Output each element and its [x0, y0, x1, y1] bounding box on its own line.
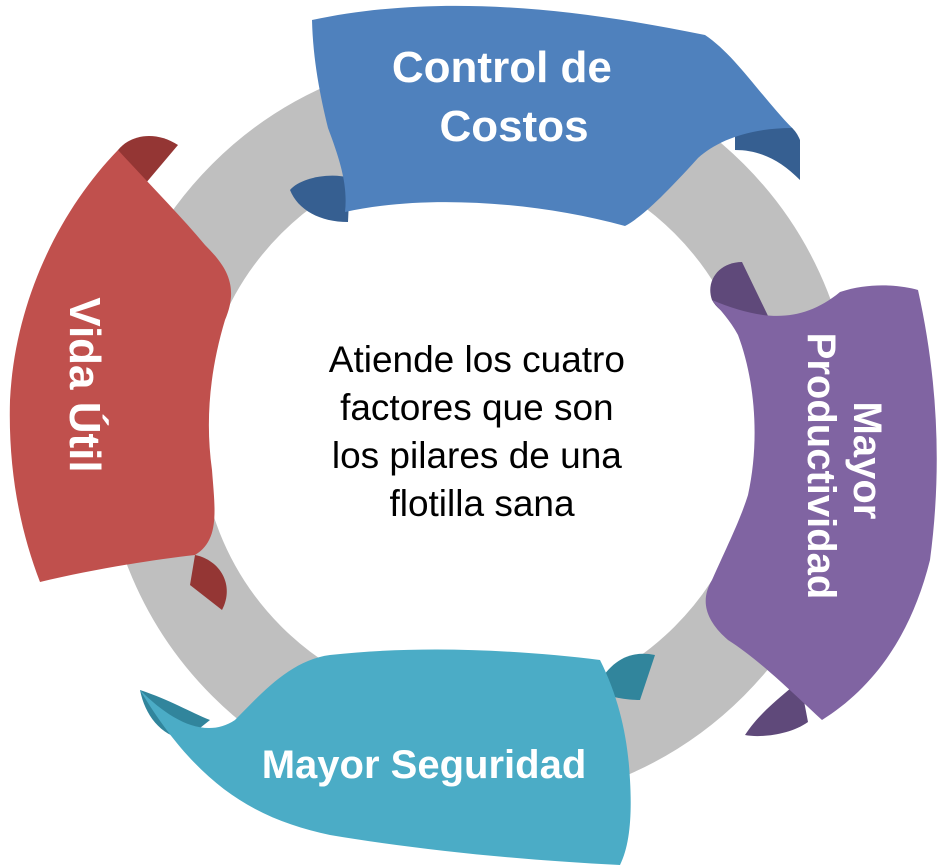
segment-mayor-seguridad: Mayor Seguridad [140, 649, 655, 865]
segment-ribbon [705, 285, 937, 720]
segment-label: Vida Útil [60, 297, 110, 472]
svg-text:Mayor Productividad: Mayor Productividad [799, 333, 889, 600]
svg-text:Mayor Seguridad: Mayor Seguridad [262, 743, 587, 787]
segment-label: Control de [392, 43, 612, 92]
segment-vida-util: Vida Útil [9, 135, 232, 610]
segment-control-de-costos: Control de Costos [290, 5, 800, 227]
center-line: flotilla sana [389, 483, 575, 524]
center-line: factores que son [340, 387, 614, 428]
svg-text:Vida Útil: Vida Útil [60, 297, 110, 472]
segment-mayor-productividad: Mayor Productividad [705, 262, 937, 737]
center-line: Atiende los cuatro [329, 339, 625, 380]
segment-ribbon [140, 649, 631, 865]
segment-ribbon [312, 5, 792, 227]
segment-label: Mayor [845, 402, 889, 520]
center-text: Atiende los cuatro factores que son los … [329, 339, 635, 524]
segment-fold [735, 118, 800, 180]
segment-fold [745, 680, 808, 737]
segment-label: Productividad [799, 333, 843, 600]
segment-label: Mayor Seguridad [262, 743, 587, 787]
svg-text:Control de Costos: Control de Costos [392, 43, 624, 151]
center-line: los pilares de una [332, 435, 622, 476]
segment-fold [290, 175, 350, 222]
segment-label: Costos [439, 102, 588, 151]
segment-ribbon [9, 150, 232, 582]
segment-fold [190, 555, 227, 610]
